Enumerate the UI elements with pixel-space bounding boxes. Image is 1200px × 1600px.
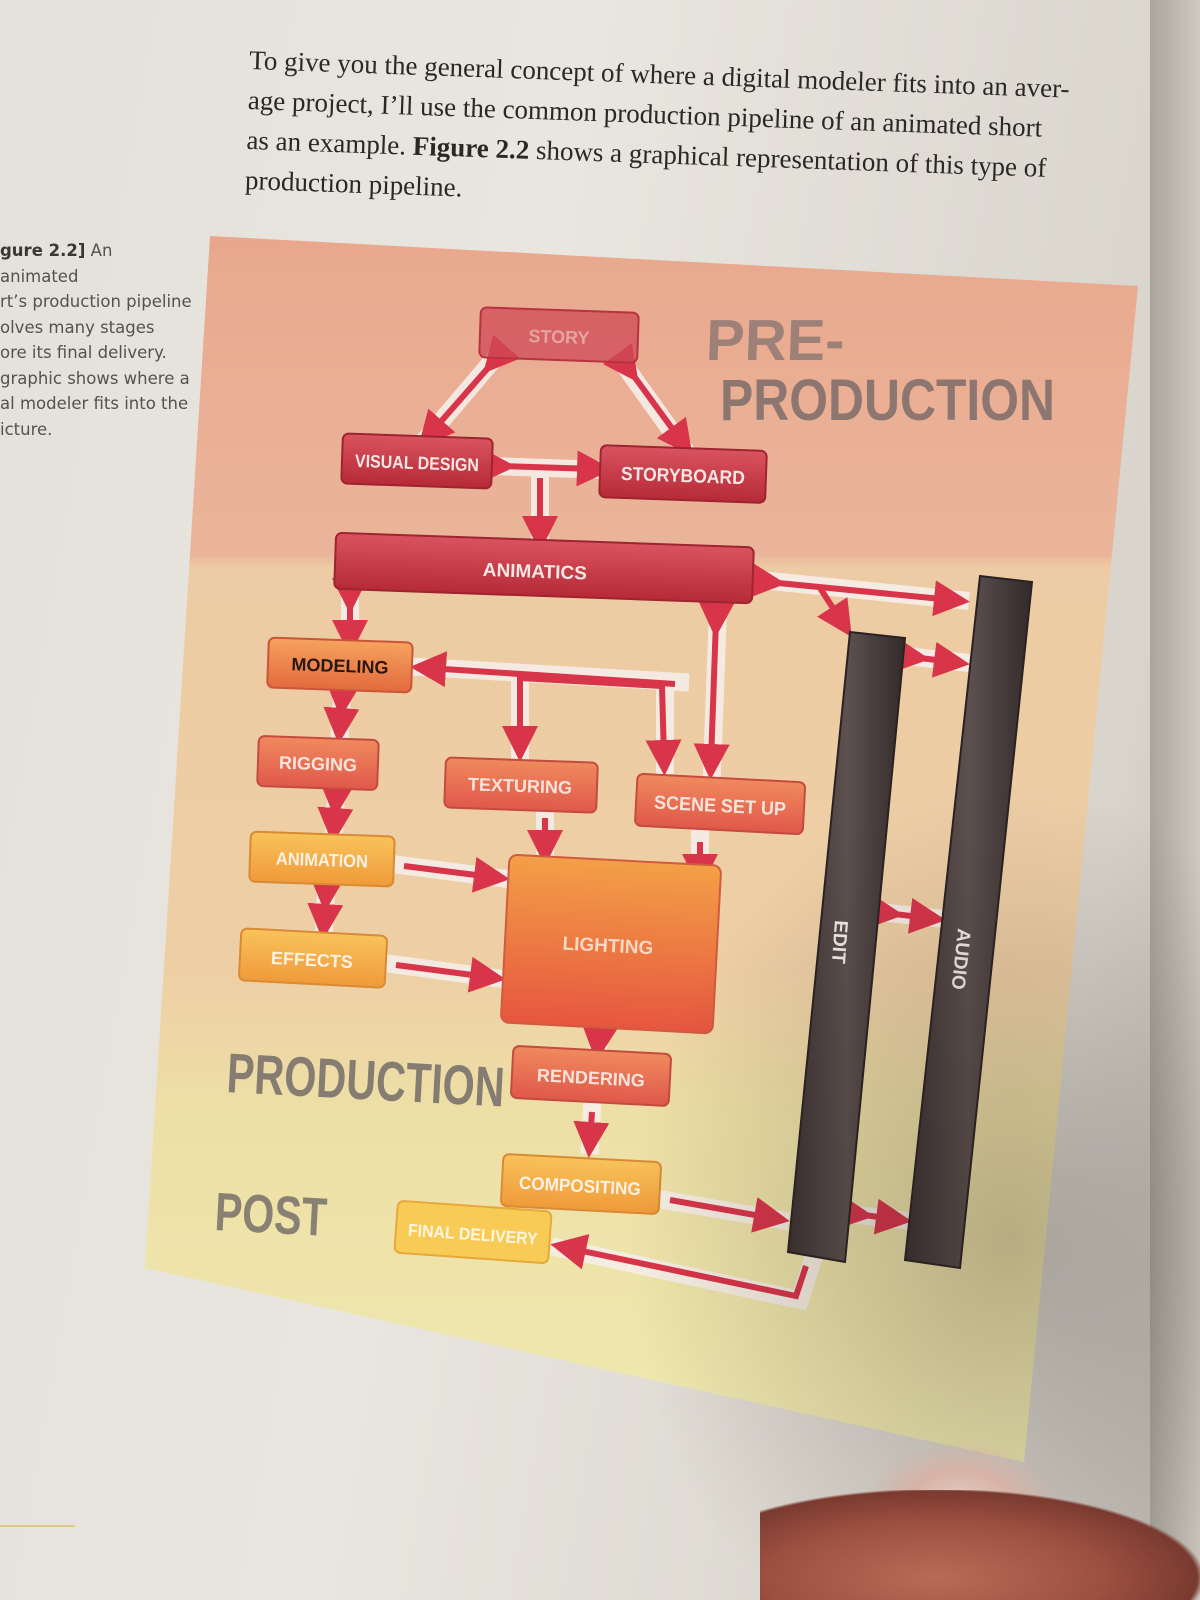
stage-story: STORY [528, 326, 590, 348]
footer-rule [0, 1525, 75, 1527]
stage-effects: EFFECTS [270, 948, 353, 972]
caption-text: An animated rt’s production pipeline olv… [0, 241, 192, 439]
stage-box-storyboard: STORYBOARD [598, 444, 768, 504]
stage-box-scene-set-up: SCENE SET UP [634, 772, 807, 836]
stage-box-compositing: COMPOSITING [500, 1153, 662, 1215]
phase-pre-production-line2: PRODUCTION [720, 368, 1055, 433]
stage-box-animatics: ANIMATICS [333, 531, 755, 605]
stage-box-animation: ANIMATION [248, 830, 396, 888]
stage-box-effects: EFFECTS [238, 927, 388, 989]
stage-box-rendering: RENDERING [510, 1045, 672, 1107]
stage-texturing: TEXTURING [468, 774, 573, 798]
stage-box-visual-design: VISUAL DESIGN [340, 432, 494, 490]
phase-pre-production-line1: PRE- [705, 308, 846, 373]
edit-bar: EDIT [786, 630, 907, 1264]
stage-box-story: STORY [478, 306, 640, 364]
flow-arrows [307, 334, 970, 1300]
stage-box-lighting: LIGHTING [500, 854, 722, 1035]
phase-production: PRODUCTION [225, 1041, 506, 1118]
stage-edit: EDIT [827, 920, 851, 965]
figure-number: gure 2.2] [0, 241, 86, 260]
stage-box-rigging: RIGGING [256, 735, 380, 791]
stage-animatics: ANIMATICS [482, 560, 587, 585]
stage-box-final-delivery: FINAL DELIVERY [393, 1200, 553, 1264]
stage-visual-design: VISUAL DESIGN [355, 451, 480, 475]
audio-bar: AUDIO [903, 574, 1034, 1270]
figure-caption: gure 2.2] An animated rt’s production pi… [0, 238, 195, 442]
stage-lighting: LIGHTING [562, 934, 654, 960]
stage-rigging: RIGGING [279, 753, 358, 776]
stage-box-modeling: MODELING [266, 636, 414, 694]
stage-animation: ANIMATION [276, 848, 369, 871]
stage-modeling: MODELING [291, 654, 389, 677]
stage-box-texturing: TEXTURING [443, 756, 599, 814]
page-edge [1150, 0, 1200, 1600]
phase-post: POST [213, 1182, 328, 1248]
stage-storyboard: STORYBOARD [621, 464, 746, 489]
